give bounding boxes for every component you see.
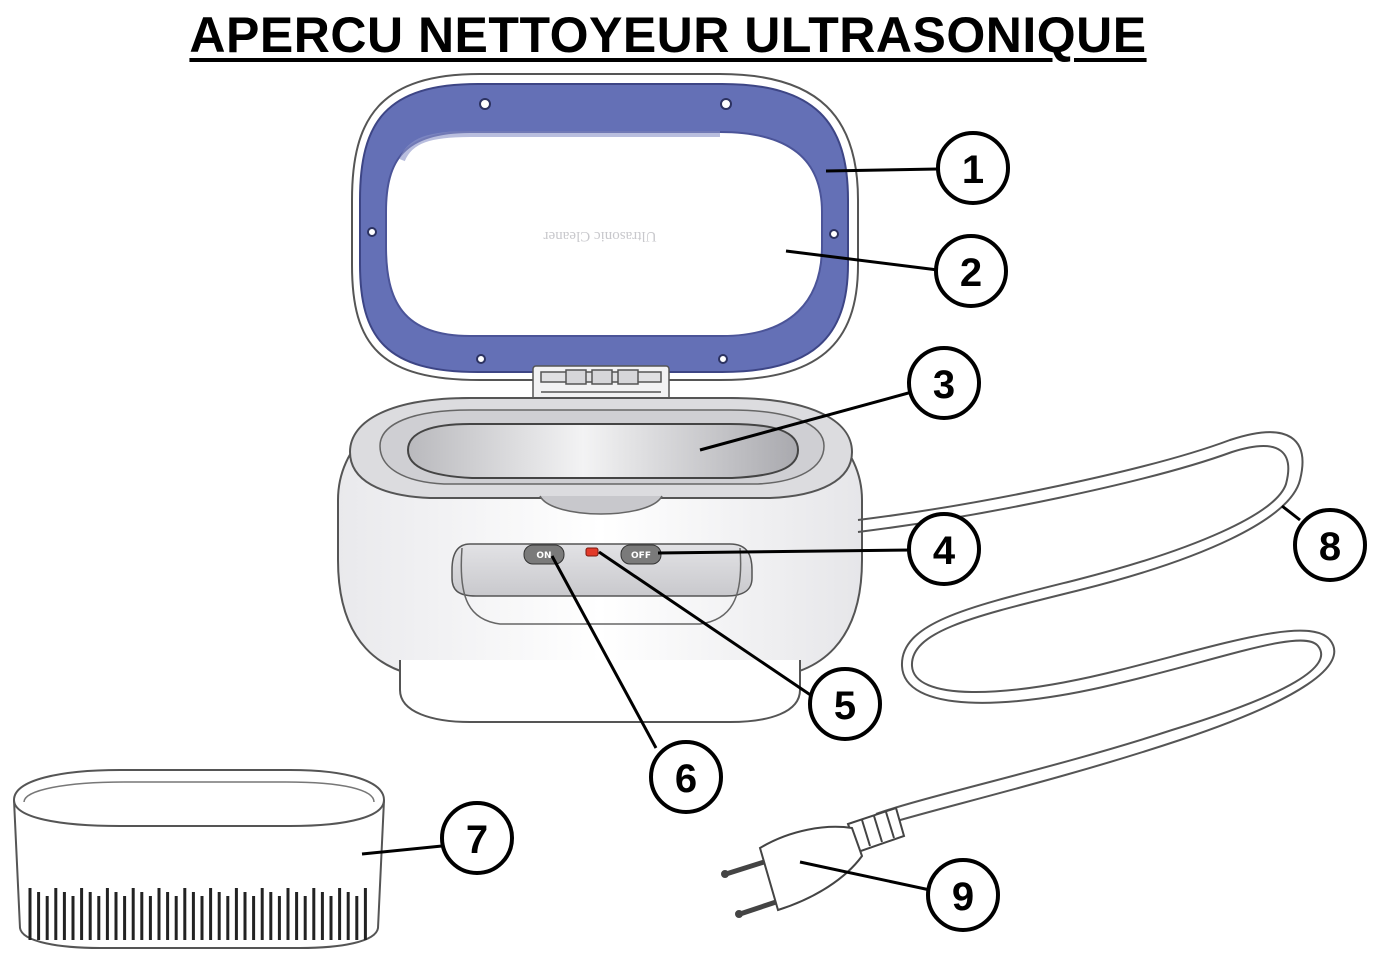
basket-body	[12, 769, 386, 949]
cleaner-body: ON OFF	[337, 397, 863, 723]
svg-text:8: 8	[1319, 525, 1341, 569]
lid-text: Ultrasonic Cleaner	[544, 228, 657, 244]
callouts: 1 2 3 4 5 6 7 8	[440, 131, 1367, 932]
svg-text:5: 5	[834, 684, 856, 728]
hinge	[532, 365, 670, 407]
rim-tab	[539, 495, 663, 515]
svg-text:7: 7	[466, 818, 488, 862]
off-button[interactable]: OFF	[620, 544, 662, 565]
basket-rim	[13, 799, 385, 827]
on-button-label: ON	[536, 551, 551, 561]
plug-body	[758, 825, 864, 912]
tank-opening	[406, 423, 800, 479]
callout-8: 8	[1293, 508, 1367, 582]
leader-lines	[361, 167, 1301, 892]
lid-window-shadow	[399, 131, 720, 162]
svg-text:6: 6	[675, 757, 697, 801]
callout-9: 9	[926, 858, 1000, 932]
callout-3: 3	[907, 346, 981, 420]
on-button[interactable]: ON	[523, 544, 565, 565]
callout-6: 6	[649, 740, 723, 814]
power-indicator	[585, 547, 599, 557]
plug	[721, 806, 906, 918]
callout-2: 2	[934, 234, 1008, 308]
page-title: APERCU NETTOYEUR ULTRASONIQUE	[189, 7, 1147, 63]
body-base	[399, 660, 801, 723]
callout-1: 1	[936, 131, 1010, 205]
callout-5: 5	[808, 667, 882, 741]
off-button-label: OFF	[631, 551, 651, 561]
callout-4: 4	[907, 512, 981, 586]
svg-text:3: 3	[933, 363, 955, 407]
control-recess	[460, 547, 742, 625]
svg-text:9: 9	[952, 875, 974, 919]
basket-slots	[28, 888, 367, 940]
lid: Ultrasonic Cleaner	[351, 73, 859, 381]
power-cord	[857, 431, 1336, 827]
basket	[12, 769, 386, 949]
svg-text:2: 2	[960, 251, 982, 295]
svg-text:4: 4	[933, 529, 956, 573]
lid-window	[385, 131, 823, 337]
svg-text:1: 1	[962, 148, 984, 192]
lid-screws	[367, 98, 839, 364]
plug-pin-upper	[725, 859, 765, 877]
plug-pin-lower	[739, 899, 777, 917]
callout-7: 7	[440, 801, 514, 875]
